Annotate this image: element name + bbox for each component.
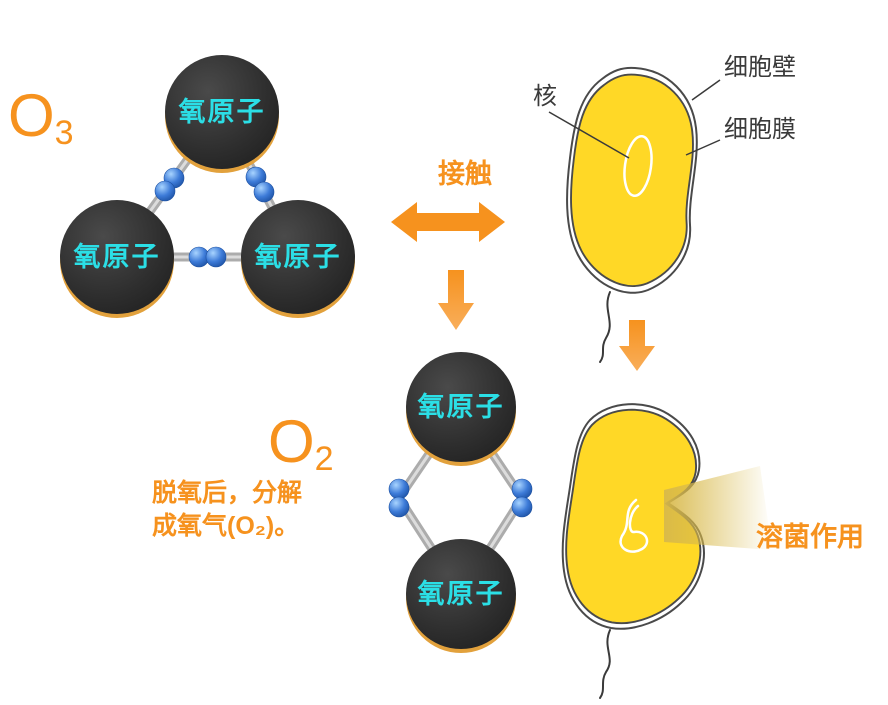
atom-label: 氧原子 bbox=[417, 392, 505, 422]
contact-section: 接触 bbox=[391, 159, 505, 330]
connector-ball bbox=[511, 496, 533, 518]
down-arrow-center bbox=[438, 270, 474, 330]
ozone-molecule: 氧原子 氧原子 氧原子 bbox=[60, 55, 355, 318]
double-arrow bbox=[391, 202, 505, 242]
o2-subscript: 2 bbox=[315, 440, 334, 478]
bond-connector bbox=[511, 478, 533, 518]
o2-caption-line2: 成氧气(O₂)。 bbox=[152, 511, 299, 540]
oxygen-atom: 氧原子 bbox=[406, 352, 516, 466]
nucleus-outline bbox=[623, 134, 653, 198]
atom-sphere bbox=[241, 200, 355, 314]
contact-label: 接触 bbox=[438, 159, 492, 189]
nucleus-leader-line bbox=[548, 111, 630, 159]
cell-membrane-body bbox=[570, 73, 694, 287]
bond-connector bbox=[245, 166, 275, 203]
atom-label: 氧原子 bbox=[178, 97, 266, 127]
bacteria-cell-lysed bbox=[561, 403, 772, 699]
atom-label: 氧原子 bbox=[417, 579, 505, 609]
collapsed-nucleus bbox=[619, 498, 649, 553]
connector-ball bbox=[154, 180, 176, 202]
lysed-wall-outline bbox=[561, 403, 705, 630]
bond-connector bbox=[188, 246, 227, 268]
lysis-spray bbox=[664, 466, 772, 550]
cell-membrane-leader-line bbox=[685, 139, 721, 156]
down-arrow-right bbox=[619, 320, 655, 371]
o2-symbol: O bbox=[268, 408, 315, 475]
o3-symbol: O bbox=[8, 82, 55, 149]
bacteria-cell-intact bbox=[566, 66, 698, 363]
bond-connector bbox=[388, 478, 410, 518]
cell-wall-leader-line bbox=[691, 79, 721, 101]
bond-connector bbox=[154, 167, 185, 202]
oxygen-atom: 氧原子 bbox=[165, 55, 279, 173]
o3-title: O3 bbox=[8, 82, 74, 152]
nucleus-label: 核 bbox=[533, 83, 557, 110]
cell-wall-outline bbox=[566, 66, 698, 294]
cell-annotations: 核 细胞壁 细胞膜 bbox=[533, 54, 796, 159]
atom-label: 氧原子 bbox=[73, 242, 161, 272]
oxygen-atom: 氧原子 bbox=[406, 539, 516, 653]
lysed-membrane-body bbox=[565, 408, 702, 625]
oxygen-molecule: 氧原子 氧原子 bbox=[388, 352, 533, 653]
connector-ball bbox=[253, 181, 275, 203]
lysis-label: 溶菌作用 bbox=[756, 521, 864, 552]
atom-sphere bbox=[406, 352, 516, 462]
atom-label: 氧原子 bbox=[254, 242, 342, 272]
atom-sphere bbox=[406, 539, 516, 649]
cell-wall-label: 细胞壁 bbox=[724, 54, 796, 81]
atom-sphere bbox=[165, 55, 279, 169]
flagellum bbox=[599, 291, 611, 363]
cell-membrane-label: 细胞膜 bbox=[724, 116, 796, 143]
o2-caption-line1: 脱氧后，分解 bbox=[152, 478, 302, 507]
o2-title: O2 bbox=[268, 408, 334, 478]
connector-ball bbox=[388, 478, 410, 500]
connector-ball bbox=[511, 478, 533, 500]
connector-ball bbox=[205, 246, 227, 268]
flagellum bbox=[599, 629, 611, 699]
oxygen-atom: 氧原子 bbox=[241, 200, 355, 318]
o3-subscript: 3 bbox=[55, 114, 74, 152]
connector-ball bbox=[388, 496, 410, 518]
atom-sphere bbox=[60, 200, 174, 314]
oxygen-atom: 氧原子 bbox=[60, 200, 174, 318]
